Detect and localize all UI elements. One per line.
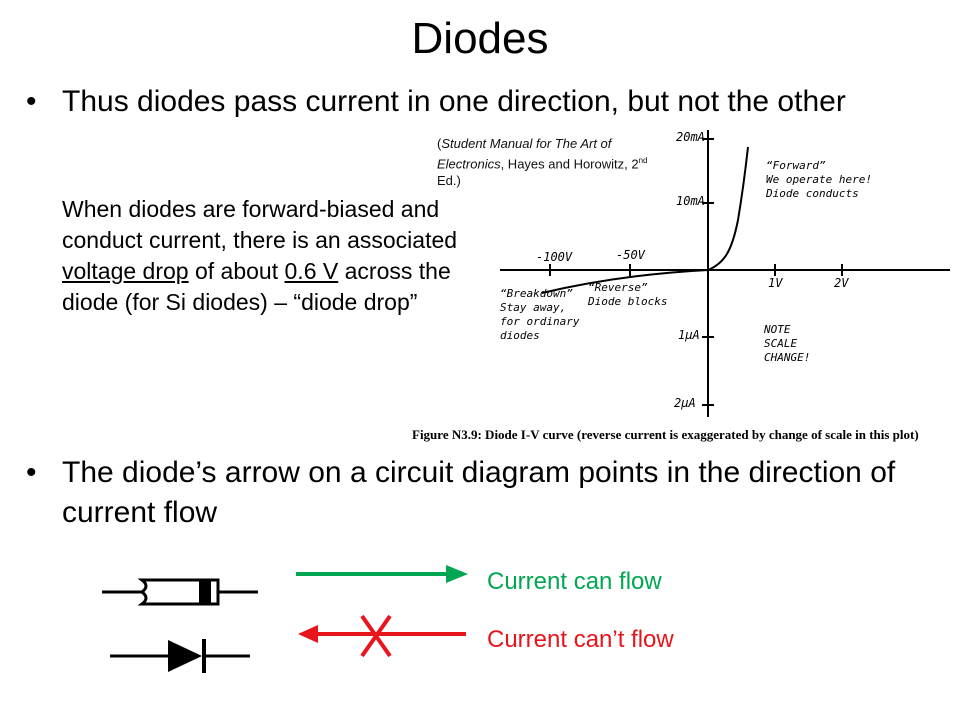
bullet-one: • Thus diodes pass current in one direct… [26, 82, 922, 122]
current-flow-arrow-icon [296, 565, 468, 583]
svg-text:NOTE: NOTE [763, 323, 791, 336]
bullet-dot: • [26, 456, 37, 489]
reverse-note: “Reverse” Diode blocks [587, 281, 667, 308]
bullet-dot: • [26, 85, 37, 118]
scale-change-note: NOTE SCALE CHANGE! [763, 323, 810, 364]
forward-curve [707, 146, 749, 271]
y-tick-label: 10mA [676, 194, 705, 208]
voltage-value: 0.6 V [284, 258, 339, 284]
credit-book-title: Student Manual for The Art of Electronic… [437, 136, 612, 172]
svg-text:“Breakdown”: “Breakdown” [500, 287, 573, 300]
bullet-one-text: Thus diodes pass current in one directio… [62, 85, 846, 118]
forward-note: “Forward” We operate here! Diode conduct… [765, 159, 872, 200]
svg-text:SCALE: SCALE [764, 337, 797, 350]
blocked-current-arrow-icon [298, 614, 466, 658]
svg-text:CHANGE!: CHANGE! [764, 351, 810, 364]
bullet-two: • The diode’s arrow on a circuit diagram… [26, 453, 942, 533]
svg-text:“Reverse”: “Reverse” [588, 281, 648, 294]
page-title: Diodes [411, 14, 549, 63]
svg-text:Diode conducts: Diode conducts [765, 187, 859, 200]
current-can-flow-label: Current can flow [487, 568, 662, 595]
svg-text:Stay away,: Stay away, [500, 301, 566, 314]
figure-credit: (Student Manual for The Art of Electroni… [437, 136, 648, 189]
y-tick-label: 2μA [674, 396, 696, 410]
x-tick-label: 2V [834, 276, 849, 290]
svg-text:diodes: diodes [500, 329, 540, 342]
voltage-drop-term: voltage drop [62, 258, 189, 284]
breakdown-note: “Breakdown” Stay away, for ordinary diod… [500, 287, 580, 342]
diode-symbol-icon [110, 639, 250, 673]
svg-text:for ordinary: for ordinary [500, 315, 580, 328]
y-tick-label: 1μA [678, 328, 700, 342]
svg-text:We operate here!: We operate here! [766, 173, 872, 186]
current-cant-flow-label: Current can’t flow [487, 626, 674, 653]
bullet-two-text: The diode’s arrow on a circuit diagram p… [62, 456, 896, 529]
x-tick-label: -50V [616, 248, 646, 262]
y-tick-label: 20mA [676, 130, 705, 144]
physical-diode-icon [102, 578, 258, 606]
diode-iv-plot: 20mA 10mA 1μA 2μA -100V -50V 1V 2V “Forw… [500, 130, 950, 417]
svg-text:“Forward”: “Forward” [766, 159, 826, 172]
figure-caption: Figure N3.9: Diode I-V curve (reverse cu… [412, 427, 919, 442]
x-tick-label: -100V [536, 250, 573, 264]
forward-bias-paragraph: When diodes are forward-biased and condu… [62, 196, 458, 315]
svg-text:Diode blocks: Diode blocks [587, 295, 667, 308]
reverse-curve [541, 269, 709, 294]
x-tick-label: 1V [768, 276, 783, 290]
